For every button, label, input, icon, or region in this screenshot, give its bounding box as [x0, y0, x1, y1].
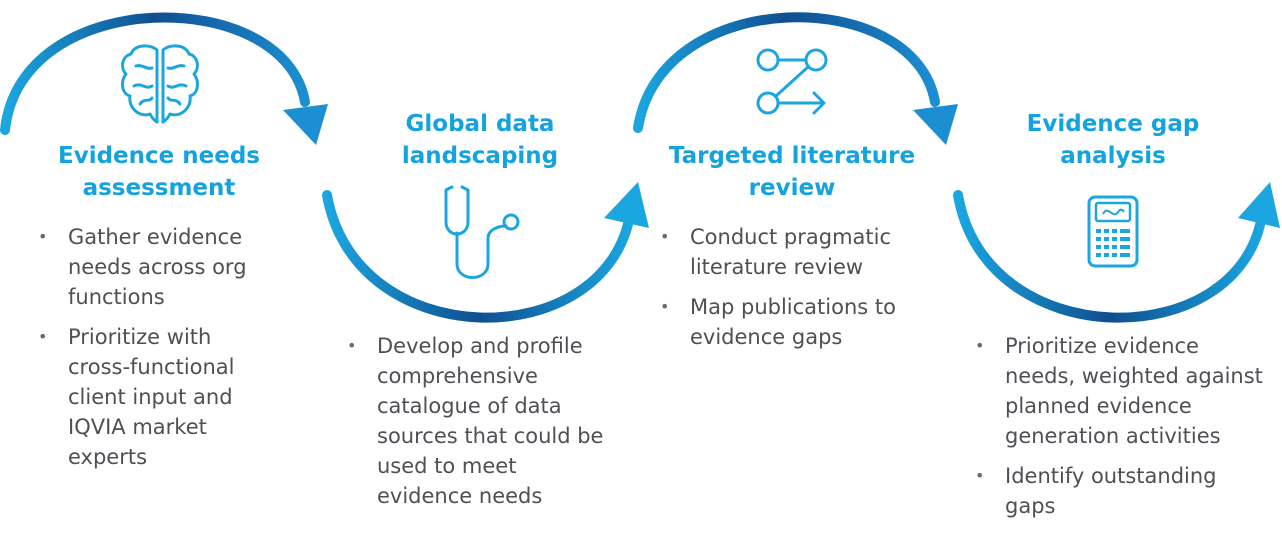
arc-step-3 — [633, 12, 940, 133]
step-4-bullet-1: Prioritize evidence needs, weighted agai… — [975, 331, 1265, 451]
step-3-title: Targeted literature review — [668, 143, 916, 201]
calculator-icon — [1087, 195, 1139, 268]
step-2-bullet-1: Develop and profile comprehensive catalo… — [347, 331, 612, 511]
brain-icon — [121, 44, 199, 124]
arc-step-1 — [0, 12, 310, 135]
arrowhead-step-1 — [283, 104, 328, 145]
arrowhead-step-3 — [913, 104, 958, 145]
arrowhead-step-2 — [604, 182, 649, 228]
step-1-bullet-2: Prioritize with cross-functional client … — [38, 322, 270, 472]
step-1-bullets: Gather evidence needs across org functio… — [38, 222, 270, 482]
arrowhead-step-4 — [1238, 182, 1280, 228]
arc-step-2 — [322, 190, 635, 323]
stethoscope-icon — [444, 185, 520, 279]
step-4-bullets: Prioritize evidence needs, weighted agai… — [975, 331, 1265, 531]
step-4-bullet-2: Identify outstanding gaps — [975, 461, 1265, 521]
step-1-bullet-1: Gather evidence needs across org functio… — [38, 222, 270, 312]
step-3-bullets: Conduct pragmatic literature review Map … — [660, 222, 930, 362]
step-3-bullet-2: Map publications to evidence gaps — [660, 292, 930, 352]
arc-step-4 — [953, 190, 1267, 323]
step-4-title: Evidence gap analysis — [1026, 111, 1200, 169]
step-2-title: Global data landscaping — [401, 111, 559, 169]
workflow-icon — [756, 48, 828, 115]
step-1-title: Evidence needs assessment — [58, 143, 260, 201]
step-3-bullet-1: Conduct pragmatic literature review — [660, 222, 930, 282]
step-2-bullets: Develop and profile comprehensive catalo… — [347, 331, 612, 521]
